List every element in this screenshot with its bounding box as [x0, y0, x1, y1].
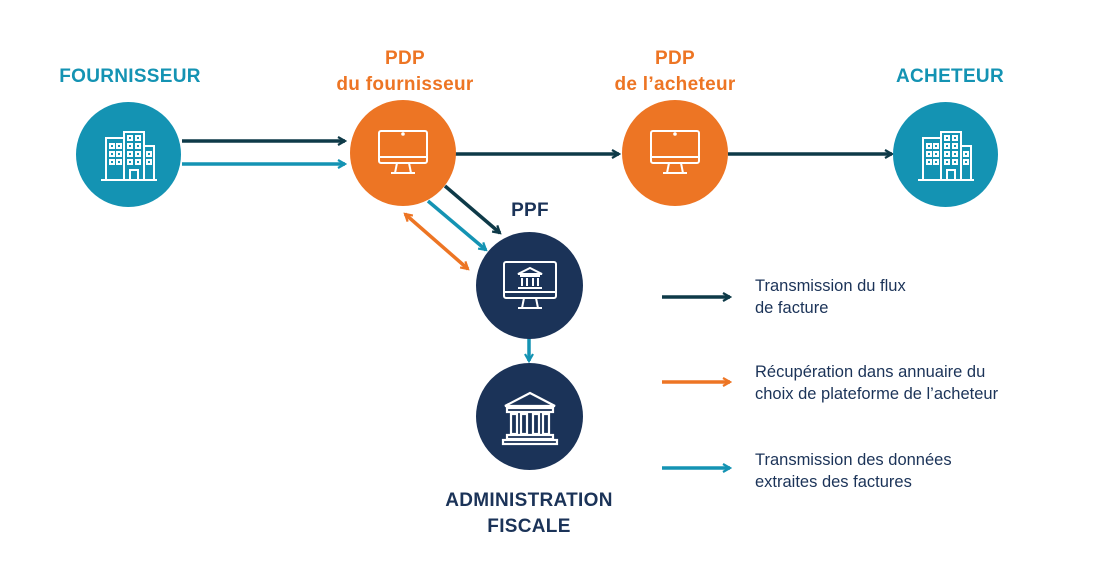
building-icon: [100, 130, 157, 181]
administration-title: ADMINISTRATION: [445, 490, 613, 511]
fournisseur-title: FOURNISSEUR: [59, 66, 201, 87]
pdp-fournisseur-subtitle: du fournisseur: [336, 74, 474, 95]
monitor-icon: [378, 130, 428, 174]
pdp-acheteur-subtitle: de l’acheteur: [614, 74, 736, 95]
pdp-acheteur-title: PDP: [655, 48, 695, 69]
monitor-bank-icon: [502, 260, 557, 309]
pdp-acheteur-node: [622, 100, 728, 206]
pdp-acheteur-label: PDP de l’acheteur: [580, 46, 770, 98]
acheteur-node: [893, 102, 998, 207]
arrow-pdp-ppf-invoice: [443, 184, 500, 233]
building-icon: [917, 130, 974, 181]
ppf-label: PPF: [495, 198, 565, 224]
fournisseur-node: [76, 102, 181, 207]
legend-invoice-line1: Transmission du flux: [755, 277, 906, 295]
legend-directory-text: Récupération dans annuaire du choix de p…: [755, 361, 998, 405]
legend-invoice-text: Transmission du flux de facture: [755, 275, 906, 319]
administration-label: ADMINISTRATION FISCALE: [414, 488, 644, 540]
legend-invoice-line2: de facture: [755, 299, 829, 317]
administration-node: [476, 363, 583, 470]
pdp-fournisseur-title: PDP: [385, 48, 425, 69]
ppf-title: PPF: [511, 200, 549, 221]
legend-data-line2: extraites des factures: [755, 473, 912, 491]
legend-directory-line2: choix de plateforme de l’acheteur: [755, 385, 999, 403]
bank-icon: [501, 391, 558, 445]
arrow-pdp-ppf-directory: [405, 214, 468, 269]
acheteur-title: ACHETEUR: [896, 66, 1004, 87]
pdp-fournisseur-node: [350, 100, 456, 206]
administration-subtitle: FISCALE: [487, 516, 571, 537]
legend-data-line1: Transmission des données: [755, 451, 952, 469]
ppf-node: [476, 232, 583, 339]
acheteur-label: ACHETEUR: [860, 64, 1040, 90]
legend-directory-line1: Récupération dans annuaire du: [755, 363, 986, 381]
legend-data-text: Transmission des données extraites des f…: [755, 449, 952, 493]
fournisseur-label: FOURNISSEUR: [40, 64, 220, 90]
pdp-fournisseur-label: PDP du fournisseur: [310, 46, 500, 98]
monitor-icon: [650, 130, 700, 174]
